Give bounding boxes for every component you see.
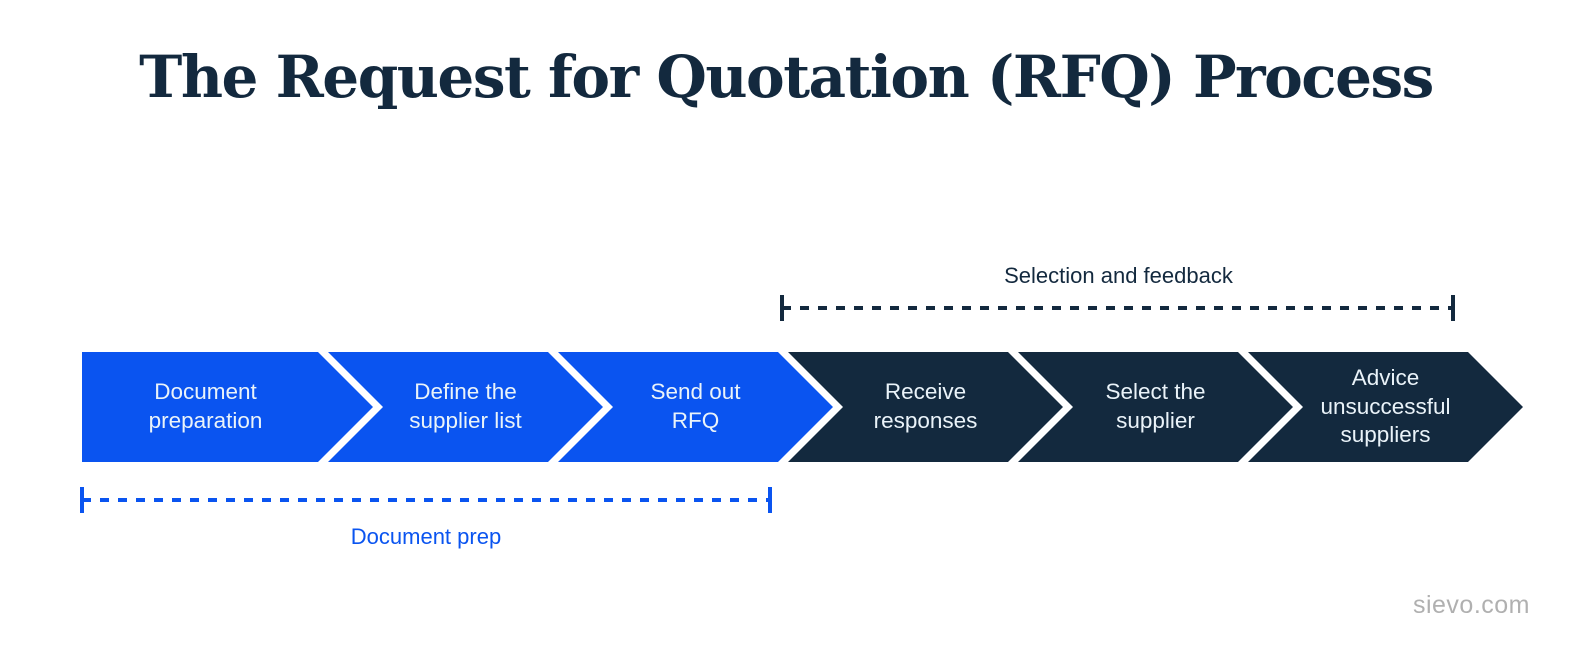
dashed-line — [782, 306, 1453, 310]
step-receive-responses: Receive responses — [788, 352, 1063, 462]
step-document-preparation: Document preparation — [82, 352, 373, 462]
bracket-tick-right — [1451, 295, 1455, 321]
sievo-site-link[interactable]: sievo.com — [1412, 591, 1530, 619]
selection-feedback-label: Selection and feedback — [1004, 263, 1233, 288]
selection-feedback-bracket — [780, 295, 1455, 321]
page-title: The Request for Quotation (RFQ) Process — [139, 43, 1434, 111]
step-advice-unsuccessful-suppliers: Advice unsuccessful suppliers — [1248, 352, 1523, 462]
document-prep-label: Document prep — [350, 524, 502, 549]
process-bar: Document preparation Define the supplier… — [82, 352, 1523, 462]
document-prep-bracket — [80, 487, 772, 513]
dashed-line — [82, 498, 770, 502]
bracket-tick-right — [768, 487, 772, 513]
step-send-out-rfq: Send out RFQ — [558, 352, 833, 462]
